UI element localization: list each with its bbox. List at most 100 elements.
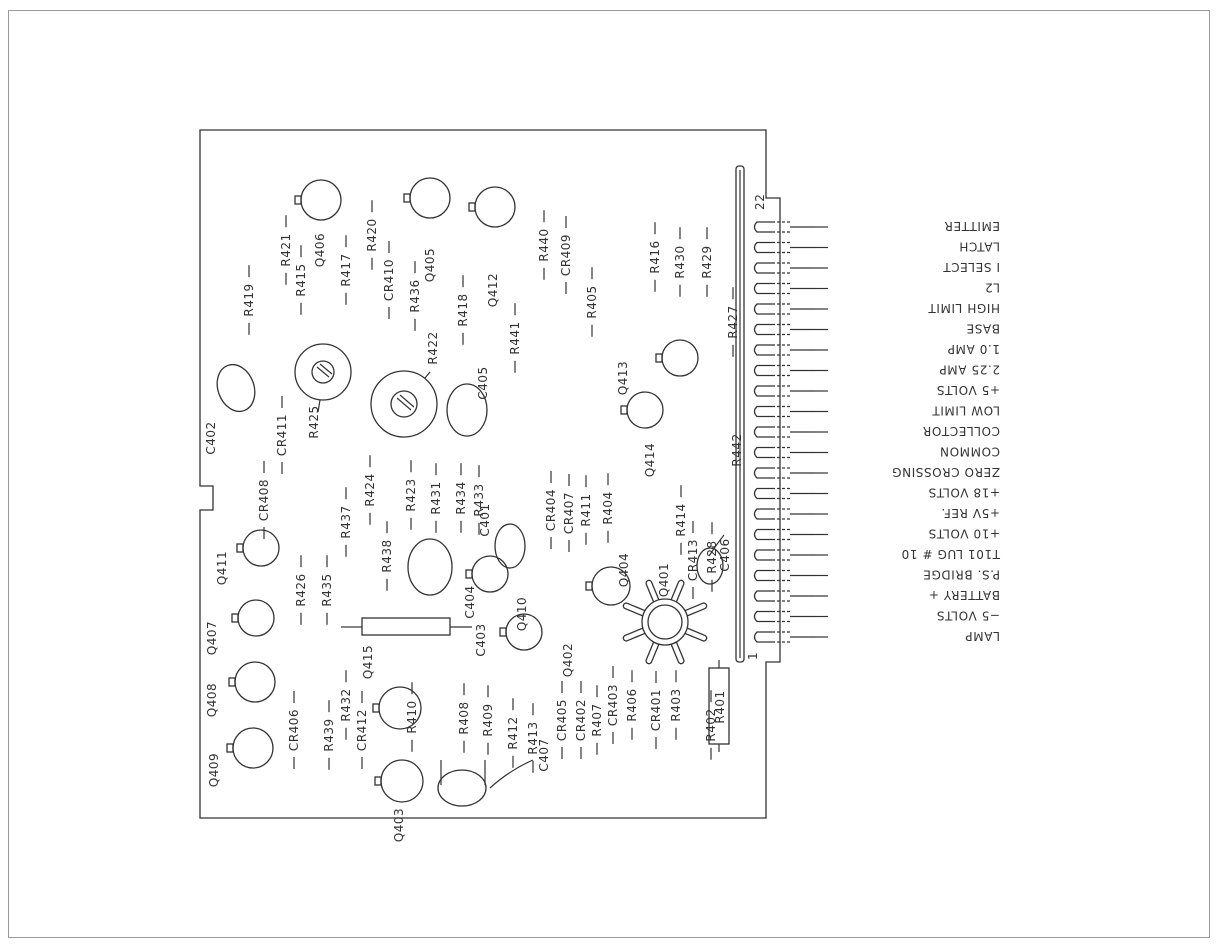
connector-finger (753, 385, 772, 397)
ref-r407: R407 (590, 703, 604, 736)
pin-label-latch: LATCH (959, 240, 1000, 254)
pin-label-5-volts: +5 VOLTS (936, 383, 1000, 397)
capacitor-c407 (437, 769, 487, 807)
pin-label-18-volts: +18 VOLTS (928, 486, 1000, 500)
transistor-q413 (661, 339, 699, 377)
connector-finger (753, 221, 772, 233)
ref-r429: R429 (700, 245, 714, 278)
leader-lines (440, 534, 725, 789)
ref-q410: Q410 (515, 597, 529, 631)
ref-r436: R436 (408, 279, 422, 312)
ref-r420: R420 (365, 218, 379, 251)
ref-r411: R411 (579, 493, 593, 526)
pin-label-10-volts: +10 VOLTS (928, 527, 1000, 541)
ref-r406: R406 (625, 688, 639, 721)
connector-finger (753, 323, 772, 336)
ref-r421: R421 (279, 233, 293, 266)
ref-cr410: CR410 (382, 259, 396, 301)
ref-r419: R419 (242, 283, 256, 316)
ref-c404: C404 (463, 585, 477, 618)
connector-finger (753, 241, 772, 254)
ref-r423: R423 (404, 478, 418, 511)
ref-q402: Q402 (561, 643, 575, 677)
transistor-q405 (409, 177, 451, 219)
ref-q414: Q414 (643, 443, 657, 477)
ref-r415: R415 (294, 263, 308, 296)
drawing-frame (8, 10, 1210, 938)
potentiometer-r422 (370, 370, 438, 438)
ref-r405: R405 (585, 285, 599, 318)
ref-r418: R418 (456, 293, 470, 326)
pin-label-low-limit: LOW LIMIT (932, 404, 1000, 418)
ref-r428: R428 (705, 540, 719, 573)
ref-r424: R424 (363, 473, 377, 506)
edge-connector-fingers (753, 221, 815, 643)
ref-q411: Q411 (215, 551, 229, 585)
ref-cr406: CR406 (287, 709, 301, 751)
ref-q403: Q403 (392, 808, 406, 842)
connector-finger (753, 364, 772, 377)
transistor-q407 (237, 599, 275, 637)
connector-finger (753, 426, 772, 438)
ref-cr409: CR409 (559, 234, 573, 276)
capacitor-c401 (494, 523, 526, 569)
ref-c403: C403 (474, 623, 488, 656)
transistor-q412 (474, 186, 516, 228)
ref-q407: Q407 (205, 621, 219, 655)
ref-c406: C406 (718, 538, 732, 571)
capacitor-c405 (446, 383, 488, 437)
transistor-q406 (300, 179, 342, 221)
ref-cr408: CR408 (257, 479, 271, 521)
pin-label-common: COMMON (939, 445, 1000, 459)
pin-label-i-select: I SELECT (943, 260, 1000, 274)
connector-rail (735, 165, 745, 663)
ref-cr411: CR411 (275, 414, 289, 456)
connector-finger (753, 631, 772, 643)
ref-r433: R433 (472, 483, 486, 516)
connector-finger (753, 569, 772, 582)
pin-label-5-volts: −5 VOLTS (936, 609, 1000, 623)
pin-label-l2: L2 (984, 281, 1000, 295)
ref-q408: Q408 (205, 683, 219, 717)
ref-r430: R430 (673, 245, 687, 278)
ref-r403: R403 (669, 688, 683, 721)
ref-cr402: CR402 (574, 699, 588, 741)
ref-r410: R410 (405, 700, 419, 733)
ref-r442: R442 (730, 433, 744, 466)
pin-label-collector: COLLECTOR (922, 424, 1000, 438)
ref-c405: C405 (476, 366, 490, 399)
connector-finger (753, 282, 772, 295)
ref-r437: R437 (339, 505, 353, 538)
connector-finger (753, 549, 772, 561)
ref-q405: Q405 (423, 248, 437, 282)
resistor-r401-body (708, 660, 730, 752)
connector-finger (753, 508, 772, 520)
ref-r414: R414 (674, 503, 688, 536)
connector-finger (753, 262, 772, 274)
pin-label-base: BASE (966, 322, 1000, 336)
ref-cr401: CR401 (649, 689, 663, 731)
connector-finger (753, 590, 772, 602)
ref-c407: C407 (537, 738, 551, 771)
ref-cr405: CR405 (555, 699, 569, 741)
pcb-board-outline (199, 129, 781, 819)
ref-r439: R439 (322, 718, 336, 751)
pin-label-battery: BATTERY + (928, 588, 1000, 602)
pin-label-lamp: LAMP (965, 629, 1000, 643)
connector-finger (753, 303, 772, 315)
ref-r431: R431 (429, 481, 443, 514)
ref-r435: R435 (320, 573, 334, 606)
ref-cr404: CR404 (544, 489, 558, 531)
ref-q415: Q415 (361, 645, 375, 679)
ref-r422: R422 (426, 331, 440, 364)
pin-label-p-s-bridge: P.S. BRIDGE (923, 568, 1000, 582)
transistor-outlines (226, 177, 699, 803)
pin-label-1-0-amp: 1.0 AMP (947, 342, 1000, 356)
ref-r432: R432 (339, 688, 353, 721)
pin-label-5v-ref: +5V REF. (941, 506, 1000, 520)
connector-finger (753, 405, 772, 418)
pin-label-high-limit: HIGH LIMIT (928, 301, 1000, 315)
